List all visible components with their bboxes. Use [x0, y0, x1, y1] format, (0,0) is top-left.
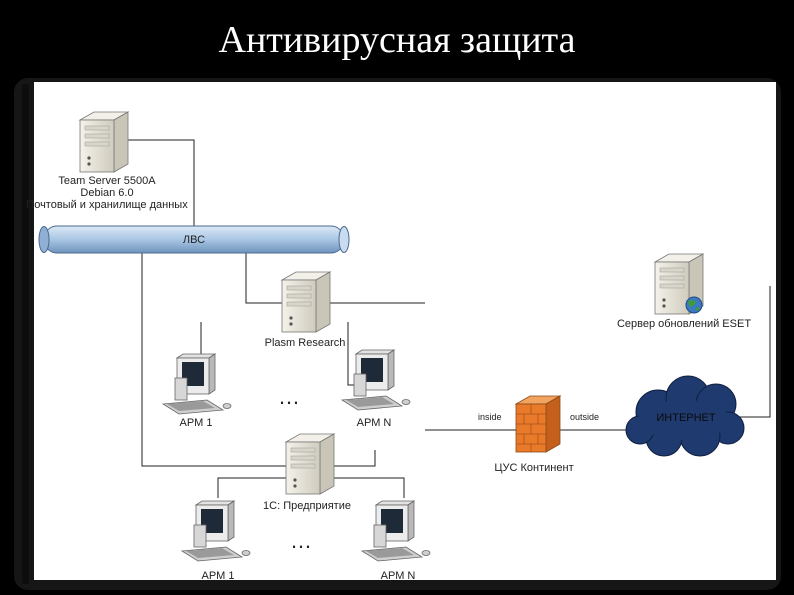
internet-label: ИНТЕРНЕТ: [656, 412, 716, 424]
arm-1-bottom-label: АРМ 1: [201, 570, 235, 582]
inside-label: inside: [478, 412, 502, 422]
ellipsis-bottom: …: [290, 528, 312, 553]
frame-stripe: [22, 84, 29, 584]
lan-bus: [38, 225, 350, 254]
connection-lines: [128, 139, 771, 498]
arm-1-top-label: АРМ 1: [179, 417, 213, 429]
arm-n-bottom-label: АРМ N: [380, 570, 416, 582]
plasm-label: Plasm Research: [264, 337, 346, 349]
onec-label: 1С: Предприятие: [263, 500, 351, 512]
slide-title: Антивирусная защита: [218, 19, 576, 61]
cloud-icon: [625, 375, 745, 457]
workstation-icon-arm1-top: [162, 353, 232, 415]
diagram-canvas: [34, 82, 776, 580]
arm-n-top-label: АРМ N: [356, 417, 392, 429]
firewall-icon: [514, 395, 562, 453]
firewall-label: ЦУС Континент: [494, 462, 574, 474]
team-server-label-3: Почтовый и хранилище данных: [26, 199, 188, 211]
globe-icon: [685, 296, 703, 314]
team-server-label-1: Team Server 5500A: [58, 175, 156, 187]
workstation-icon-armn-bottom: [361, 500, 431, 562]
team-server-icon: [79, 111, 129, 173]
ellipsis-top: …: [278, 384, 300, 409]
workstation-icon-armn-top: [341, 349, 411, 411]
lan-label: ЛВС: [182, 234, 206, 246]
workstation-icon-arm1-bottom: [181, 500, 251, 562]
onec-server-icon: [285, 433, 335, 495]
eset-label: Сервер обновлений ESET: [616, 318, 752, 330]
outside-label: outside: [570, 412, 600, 422]
team-server-label-2: Debian 6.0: [80, 187, 134, 199]
plasm-server-icon: [281, 271, 331, 333]
